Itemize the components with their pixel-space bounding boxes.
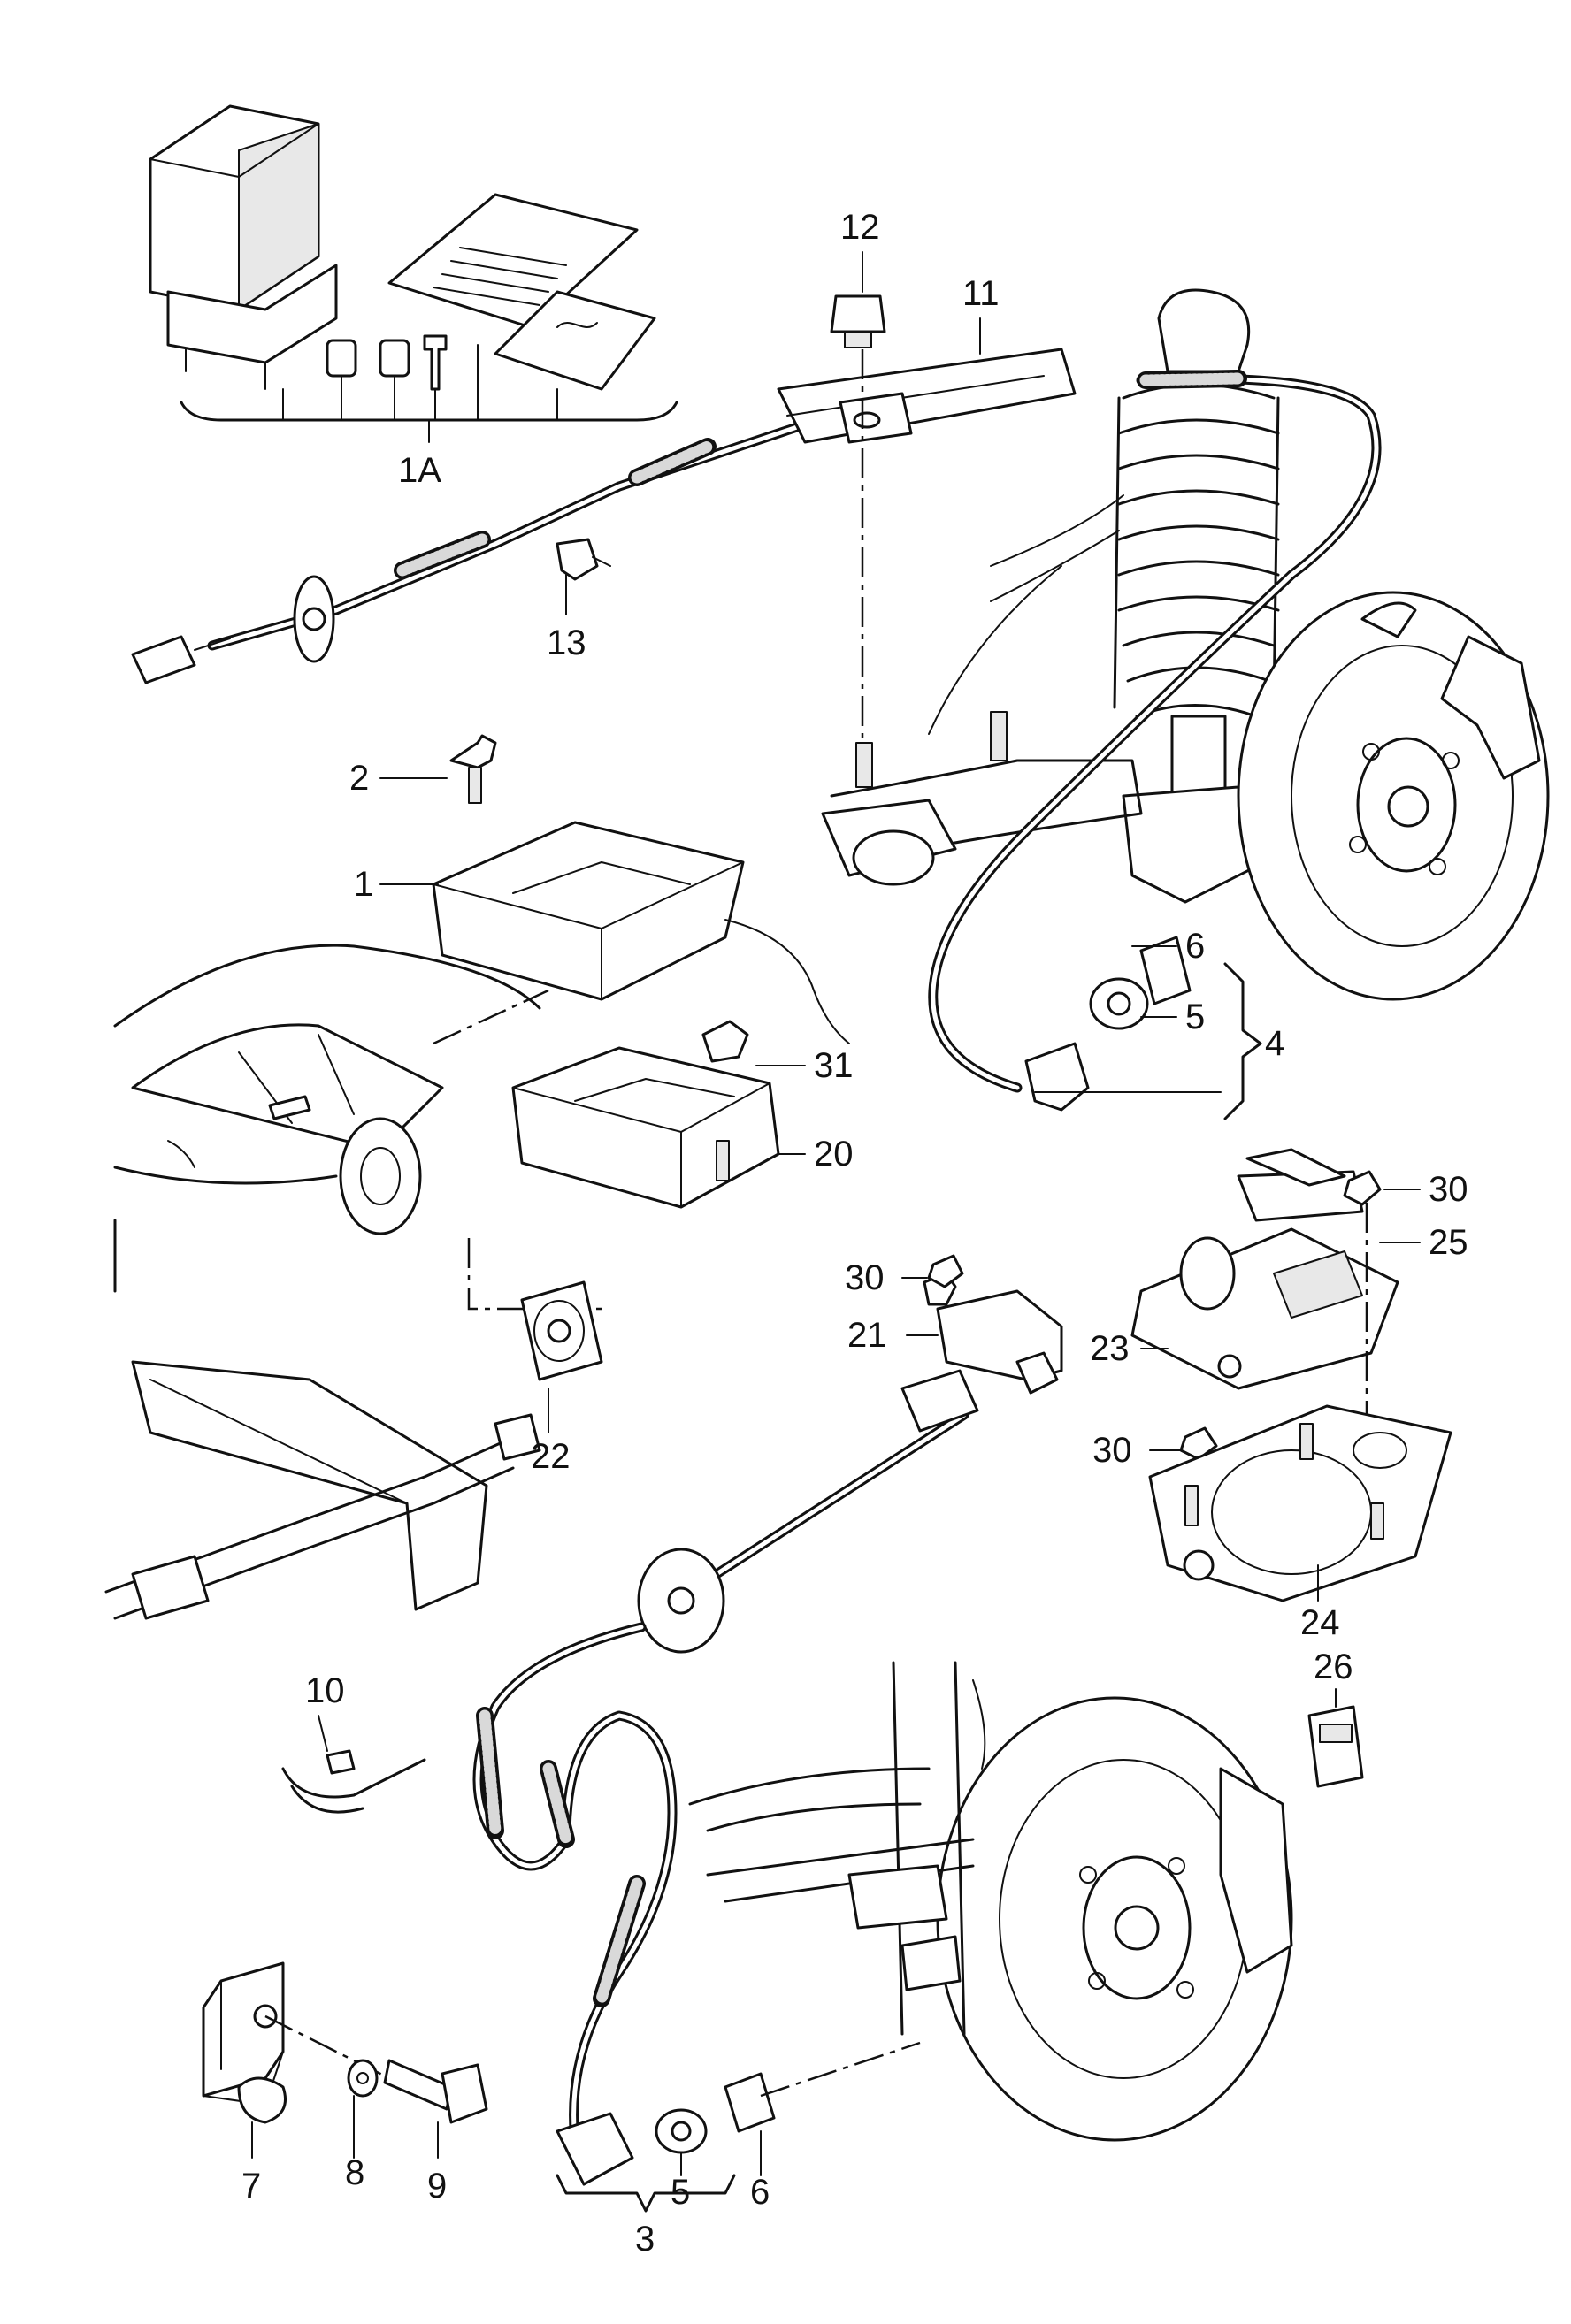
- callout-9: 9: [427, 2167, 447, 2206]
- front-suspension: [821, 288, 1550, 1112]
- sensor-units: [923, 1148, 1452, 1788]
- callout-13: 13: [547, 623, 586, 662]
- callout-24: 24: [1300, 1603, 1340, 1642]
- front-sensor-cable: [131, 410, 837, 684]
- leader-lines: [251, 251, 1421, 2213]
- bracket-bolt-group: [202, 1961, 488, 2124]
- callout-30-top: 30: [1429, 1170, 1468, 1209]
- callout-11: 11: [962, 274, 1000, 313]
- callout-23: 23: [1090, 1329, 1130, 1368]
- callout-6-lower: 6: [750, 2173, 770, 2212]
- callout-labels: 1A 12 11 13 2 1 6 5 4 31 20 30 25 30 21 …: [241, 208, 1468, 2259]
- rear-sensor-assembly: [281, 1369, 1293, 2186]
- callout-4: 4: [1265, 1024, 1284, 1063]
- bracket-11-group: [556, 294, 1077, 743]
- callout-31: 31: [814, 1046, 854, 1085]
- control-units: [432, 734, 850, 1209]
- callout-3: 3: [635, 2220, 655, 2259]
- callout-5-upper: 5: [1185, 998, 1205, 1036]
- callout-20: 20: [814, 1135, 854, 1173]
- car-silhouette: [113, 944, 602, 1311]
- callout-7: 7: [241, 2167, 261, 2206]
- callout-1: 1: [354, 865, 373, 904]
- callout-2: 2: [349, 759, 369, 798]
- callout-12: 12: [840, 208, 880, 247]
- callout-10: 10: [305, 1671, 345, 1710]
- callout-21: 21: [847, 1316, 887, 1355]
- callout-26: 26: [1314, 1647, 1353, 1686]
- abs-unit-kit-group: [149, 104, 678, 443]
- steering-column: [104, 1280, 603, 1620]
- callout-5-lower: 5: [671, 2173, 690, 2212]
- callout-1A: 1A: [398, 451, 441, 490]
- callout-30-bottom: 30: [1092, 1431, 1132, 1470]
- callout-30-mid: 30: [845, 1258, 885, 1297]
- callout-8: 8: [345, 2153, 364, 2192]
- callout-6-upper: 6: [1185, 927, 1205, 966]
- callout-25: 25: [1429, 1223, 1468, 1262]
- callout-22: 22: [531, 1437, 571, 1476]
